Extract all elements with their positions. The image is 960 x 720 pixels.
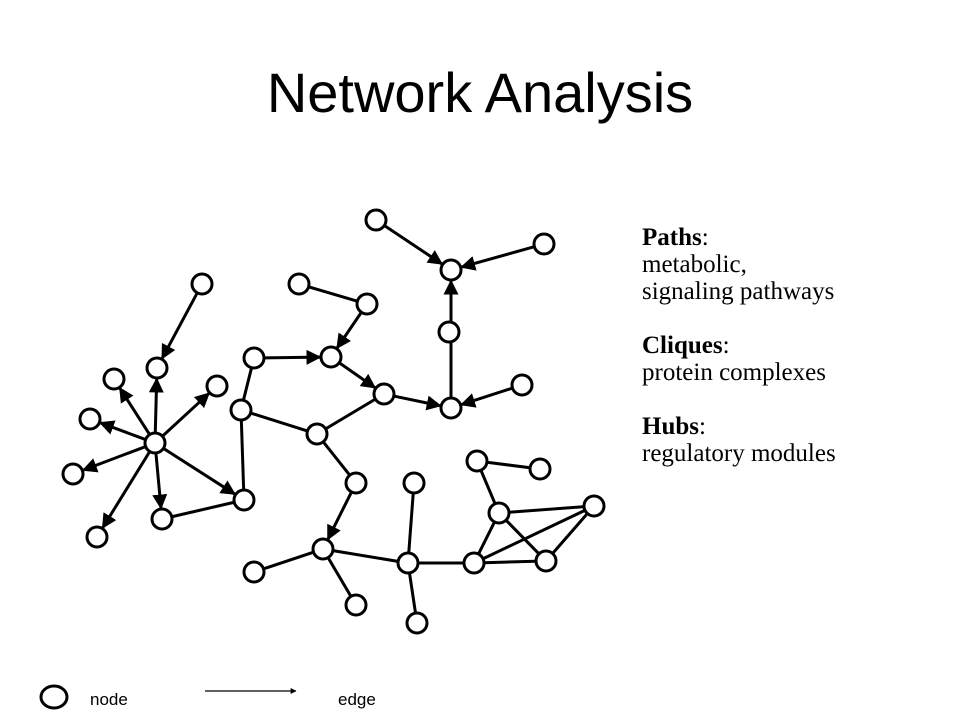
annotation-line: signaling pathways [642,278,835,305]
directed-edge [460,245,535,271]
edge-line [250,411,307,433]
network-node [242,560,266,584]
annotation-heading: Cliques [642,332,723,359]
directed-edge [118,386,151,436]
network-node [344,471,368,495]
annotation-cliques: Cliques: protein complexes [642,332,836,386]
directed-edge [393,394,442,411]
directed-edge [152,452,168,510]
annotation-heading: Paths [642,224,702,251]
annotation-line: metabolic, [642,251,747,278]
key-node-symbol [39,684,69,710]
directed-edge [98,420,147,441]
edge-line [332,549,398,563]
network-node [311,537,335,561]
network-node [355,292,379,316]
directed-edge [263,349,322,365]
network-node [319,345,343,369]
network-node [190,272,214,296]
network-node [439,258,463,282]
network-node [528,457,552,481]
edge-line [326,556,352,597]
network-node [465,449,489,473]
edges-group [81,224,588,613]
edge-line [241,368,253,401]
key-edge-label: edge [338,690,376,709]
edge-line [551,513,588,555]
annotation-panel: Paths: metabolic, signaling pathways Cli… [642,224,836,494]
directed-edge [326,491,353,541]
edge-line [407,572,417,613]
network-node [462,551,486,575]
network-node [102,367,126,391]
network-node [145,356,169,380]
key-node-label: node [90,690,128,709]
network-node [364,208,388,232]
directed-edge [460,386,513,408]
edge-line [324,398,376,431]
edge-line [504,519,540,555]
annotation-paths: Paths: metabolic, signaling pathways [642,224,835,305]
edge-line [171,501,234,519]
edge-line [486,460,530,470]
annotation-hubs: Hubs: regulatory modules [642,413,836,467]
network-node [287,272,311,296]
annotation-heading: Hubs [642,413,699,440]
directed-edge [162,447,237,496]
directed-edge [383,224,444,266]
network-node [344,593,368,617]
directed-edge [160,292,199,360]
network-node [532,232,556,256]
edge-line [477,522,496,555]
network-node [582,494,606,518]
network-node [437,320,461,344]
network-node [534,549,558,573]
network-node [143,431,167,455]
network-node [372,382,396,406]
network-node [150,507,174,531]
edge-line [479,470,497,505]
network-node [205,374,229,398]
edge-line [482,509,585,561]
network-node [396,551,420,575]
network-node [229,398,253,422]
directed-edge [338,361,377,389]
directed-edge [161,392,211,438]
nodes-group [61,208,606,635]
key-graphic [39,684,297,710]
directed-edge [101,450,152,529]
network-node [232,488,256,512]
edge-line [239,420,246,491]
network-node [78,407,102,431]
page-title: Network Analysis [266,61,694,124]
edge-line [308,285,357,303]
network-node [61,462,85,486]
edge-line [508,505,584,514]
network-node [510,373,534,397]
directed-edge [81,445,147,473]
edge-line [263,550,314,570]
edge-line [483,559,536,565]
annotation-line: regulatory modules [642,440,836,467]
edge-line [322,440,351,476]
directed-edge [148,377,164,434]
annotation-line: protein complexes [642,359,826,386]
network-node [402,471,426,495]
network-node [242,346,266,370]
directed-edge [335,311,363,350]
edge-line [407,493,415,554]
network-node [439,396,463,420]
network-node [305,422,329,446]
network-node [85,525,109,549]
network-node [487,501,511,525]
network-node [405,611,429,635]
